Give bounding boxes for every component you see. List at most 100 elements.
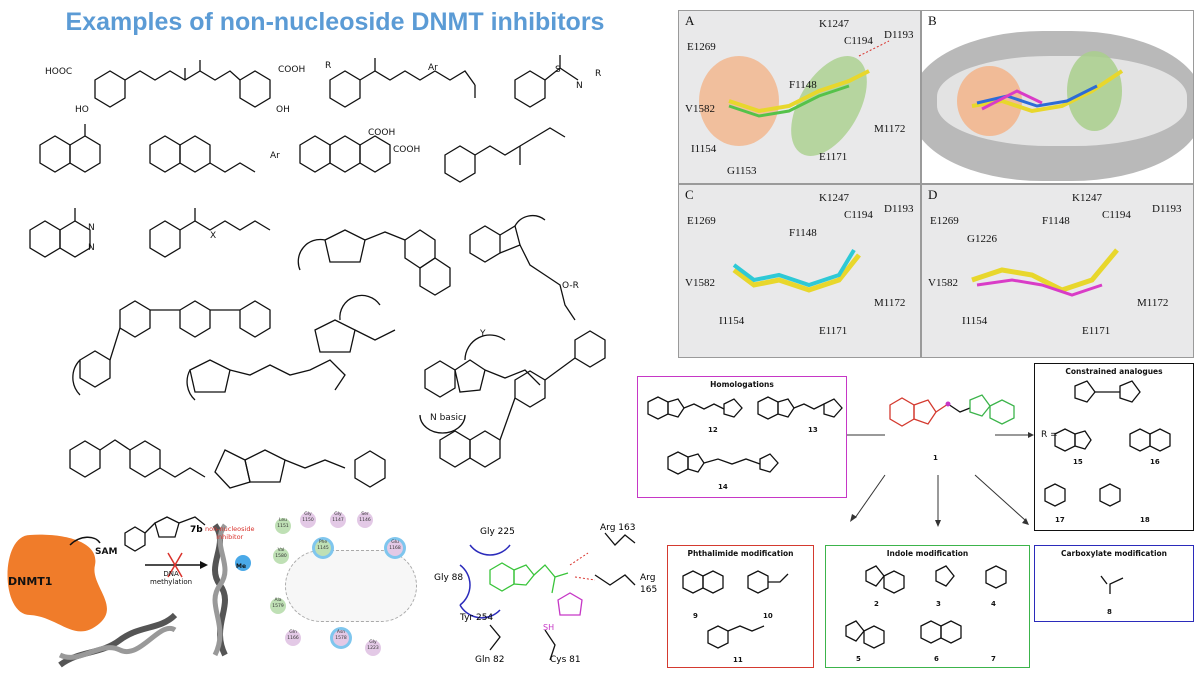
sam-label: SAM xyxy=(95,547,118,557)
residue-label: D1193 xyxy=(884,203,914,215)
residue-label: E1171 xyxy=(1082,325,1111,337)
structure-aryl-amide xyxy=(329,58,476,108)
structure-carbazole-sulfonyl xyxy=(69,439,206,478)
residue-label: E1171 xyxy=(819,151,848,163)
struct-label-oh: OH xyxy=(276,105,290,115)
docking-panel-a: A E1269 K1247 C1194 D1193 F1148 V1582 I1… xyxy=(678,10,921,184)
structure-isoxazoline xyxy=(314,294,396,353)
compound-label-15: 15 xyxy=(1073,458,1083,466)
dnmt1-label: DNMT1 xyxy=(8,575,53,588)
compound-label-16: 16 xyxy=(1150,458,1160,466)
struct-label-cooh2: COOH xyxy=(368,128,395,138)
residue-label: V1582 xyxy=(928,277,958,289)
mechanism-drawing xyxy=(7,523,251,668)
residue-label: G1153 xyxy=(727,165,757,177)
struct-label-cooh: COOH xyxy=(278,65,305,75)
dna-methylation-label: DNA methylation xyxy=(150,570,193,586)
compound-label-11: 11 xyxy=(733,656,743,664)
compound-label-7: 7 xyxy=(991,655,996,663)
struct-label-hooc: HOOC xyxy=(45,67,72,77)
structure-sgi1027-analog xyxy=(72,300,271,396)
compound-label-9: 9 xyxy=(693,612,698,620)
compound-label-13: 13 xyxy=(808,426,818,434)
binding-pocket-outline xyxy=(285,550,417,622)
residue-label: K1247 xyxy=(819,192,849,204)
compound-label-5: 5 xyxy=(856,655,861,663)
residue-label: M1172 xyxy=(874,297,906,309)
dnmt1-enzyme-shape xyxy=(7,534,107,632)
structure-cyclopentathiophene xyxy=(214,449,386,489)
compound-label-1: 1 xyxy=(933,454,938,462)
ligand-drawing xyxy=(489,562,569,594)
sar-arrows: 1 xyxy=(839,394,1034,527)
structure-succinimide-indole xyxy=(297,229,451,296)
compound-label-18: 18 xyxy=(1140,516,1150,524)
residue-label: E1269 xyxy=(687,41,716,53)
struct-label-r2: R xyxy=(595,69,601,79)
residue-label: V1582 xyxy=(685,103,715,115)
r-equals-label: R = xyxy=(1041,430,1058,440)
carboxylate-modification-box: Carboxylate modification 8 xyxy=(1034,545,1194,622)
residue-label: F1148 xyxy=(789,79,817,91)
structure-anthraquinone xyxy=(299,135,391,173)
structure-indoline-aminoalcohol xyxy=(469,214,576,321)
struct-label-ho: HO xyxy=(75,105,89,115)
box-title: Homologations xyxy=(710,380,774,389)
struct-label-ar2: Ar xyxy=(270,151,280,161)
lead-compound-1-structure xyxy=(889,394,1015,427)
compound-label-10: 10 xyxy=(763,612,773,620)
panel-letter: C xyxy=(685,187,694,202)
struct-label-n3: N xyxy=(88,243,95,253)
structure-quinazoline-piperidine xyxy=(439,330,606,468)
residue-label: G1226 xyxy=(967,233,997,245)
docking-panel-d: D E1269 K1247 C1194 D1193 F1148 G1226 V1… xyxy=(921,184,1194,358)
residue-label: C1194 xyxy=(844,35,873,47)
struct-label-x: X xyxy=(210,231,216,241)
struct-label-n: N xyxy=(576,81,583,91)
structure-chromane-ester xyxy=(149,135,256,173)
phthalimide-modification-box: Phthalimide modification 9 10 11 xyxy=(667,545,814,668)
residue-label: M1172 xyxy=(1137,297,1169,309)
residue-label-tyr254: Tyr 254 xyxy=(460,613,494,623)
structure-benzothiophene xyxy=(419,334,541,434)
structure-glutamate-amide xyxy=(444,127,566,183)
struct-label-s: S xyxy=(555,65,561,75)
compound-label-8: 8 xyxy=(1107,608,1112,616)
residue-label: M1172 xyxy=(874,123,906,135)
residue-label: I1154 xyxy=(962,315,988,327)
residue-label-gly225: Gly 225 xyxy=(480,527,515,537)
compound-label-14: 14 xyxy=(718,483,728,491)
struct-label-or: O-R xyxy=(562,281,579,291)
struct-label-n-basic: N basic xyxy=(430,413,463,423)
residue-label: V1582 xyxy=(685,277,715,289)
residue-label: E1171 xyxy=(819,325,848,337)
page-title: Examples of non-nucleoside DNMT inhibito… xyxy=(65,8,605,36)
residue-label-cys81: Cys 81 xyxy=(550,655,581,665)
compound-label-12: 12 xyxy=(708,426,718,434)
sh-label: SH xyxy=(543,623,555,632)
box-title: Indole modification xyxy=(886,549,969,558)
residue-label-165: 165 xyxy=(640,585,658,595)
struct-label-cooh3: COOH xyxy=(393,145,420,155)
structure-aryl-ketone-amine xyxy=(149,208,271,258)
methyl-marker xyxy=(235,555,251,571)
struct-label-y: Y xyxy=(479,329,486,339)
docking-panel-b: B xyxy=(921,10,1194,184)
residue-label: C1194 xyxy=(1102,209,1131,221)
residue-label: D1193 xyxy=(884,29,914,41)
struct-label-ar: Ar xyxy=(428,63,438,73)
compound-label-6: 6 xyxy=(934,655,939,663)
residue-label: E1269 xyxy=(930,215,959,227)
structure-thiophene-amide xyxy=(186,359,346,401)
struct-label-n2: N xyxy=(88,223,95,233)
residue-label: K1247 xyxy=(1072,192,1102,204)
residue-label: D1193 xyxy=(1152,203,1182,215)
residue-label-arg: Arg xyxy=(640,573,656,583)
